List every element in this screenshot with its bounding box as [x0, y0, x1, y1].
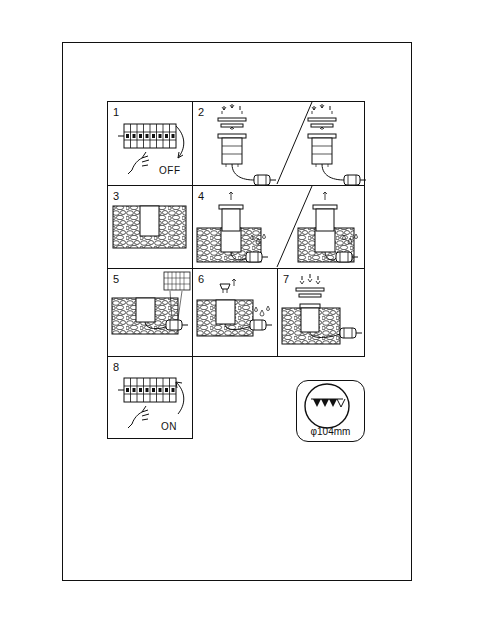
step-number: 7 [278, 271, 289, 285]
switch-label: ON [160, 421, 178, 432]
lamp-insert-figure-part [313, 205, 337, 209]
page-frame-part [63, 43, 412, 581]
bulb-figure-part [220, 284, 230, 289]
lamp-exploded-figure-part [308, 104, 366, 185]
cover-figure [282, 274, 362, 344]
step-number: 4 [193, 188, 204, 202]
lamp-insert-figure-part [251, 234, 266, 244]
step-panel: 4 [192, 185, 365, 269]
bulb-figure-part [255, 306, 270, 316]
cover-figure-part [340, 328, 362, 338]
lamp-insert-figure-part [343, 234, 358, 244]
wall-hole-figure-part [113, 206, 186, 248]
lamp-insert-figure-part [229, 192, 233, 200]
cover-figure-part [300, 279, 320, 284]
bulb-figure-part [216, 300, 235, 324]
breaker-off-figure-part [128, 152, 149, 174]
lamp-insert-figure-part [316, 209, 334, 231]
step-number: 2 [193, 104, 204, 118]
lamp-exploded-figure-part [277, 102, 312, 184]
bulb-figure [197, 279, 272, 336]
breaker-off-figure-part [118, 124, 176, 148]
lamp-exploded-figure-part [218, 104, 276, 185]
step-number: 5 [108, 271, 119, 285]
wiring-figure-part [170, 291, 182, 319]
page-frame [63, 43, 412, 581]
bulb-figure-part [197, 300, 253, 336]
cover-figure-part [299, 294, 321, 297]
size-symbol-box: φ104mm [296, 380, 365, 442]
lamp-insert-figure-part [222, 209, 240, 231]
lamp-insert-figure-part [325, 252, 336, 260]
breaker-on-figure-part [176, 382, 184, 414]
dimension-label: φ104mm [297, 426, 364, 438]
wiring-figure-part [145, 322, 168, 329]
step-panel: 7 [277, 268, 365, 357]
wiring-figure-part [136, 298, 155, 322]
lamp-insert-figure-part [246, 252, 268, 262]
wiring-figure-part [166, 320, 188, 330]
wall-hole-figure [113, 206, 186, 248]
wall-hole-figure-part [140, 206, 159, 236]
cover-figure-part [296, 288, 324, 291]
lamp-insert-figure-part [231, 252, 246, 260]
lamp-insert-figure-part [219, 205, 243, 209]
hole-size-symbol-part [305, 384, 349, 428]
hole-size-symbol [305, 384, 349, 428]
step-number: 1 [108, 104, 119, 118]
step-panel: 5 [107, 268, 193, 357]
cover-figure-part [282, 308, 340, 344]
cover-figure-part [300, 304, 320, 308]
hole-size-symbol-part [313, 399, 337, 407]
breaker-on-figure-part [118, 378, 176, 402]
wiring-figure-part [164, 272, 190, 290]
bulb-figure-part [225, 324, 252, 330]
breaker-off-figure-part [178, 152, 183, 158]
bulb-figure-part [223, 289, 227, 293]
breaker-on-figure-part [176, 382, 182, 388]
lamp-insert-figure-part [315, 228, 335, 252]
wiring-figure-part [164, 272, 190, 290]
lamp-insert-figure-part [336, 252, 358, 262]
step-panel: 6 [192, 268, 278, 357]
lamp-insert-figure-part [323, 192, 327, 200]
breaker-on-figure-part [128, 406, 149, 428]
switch-label: OFF [158, 165, 182, 176]
step-number: 3 [108, 188, 119, 202]
step-panel: 2 [192, 101, 365, 186]
lamp-exploded-figure [218, 102, 366, 185]
step-panel: 3 [107, 185, 193, 269]
bulb-figure-part [250, 320, 272, 330]
breaker-off-figure-part [176, 126, 184, 158]
cover-figure-part [310, 332, 340, 338]
lamp-insert-figure-part [221, 228, 241, 252]
step-panel: 8 [107, 356, 193, 439]
lamp-insert-figure [197, 186, 358, 267]
hole-size-symbol-part [337, 399, 345, 407]
step-number: 8 [108, 359, 119, 373]
cover-figure-part [302, 274, 318, 280]
wiring-figure [112, 272, 190, 334]
step-number: 6 [193, 271, 204, 285]
cover-figure-part [301, 308, 319, 332]
bulb-figure-part [232, 279, 236, 286]
